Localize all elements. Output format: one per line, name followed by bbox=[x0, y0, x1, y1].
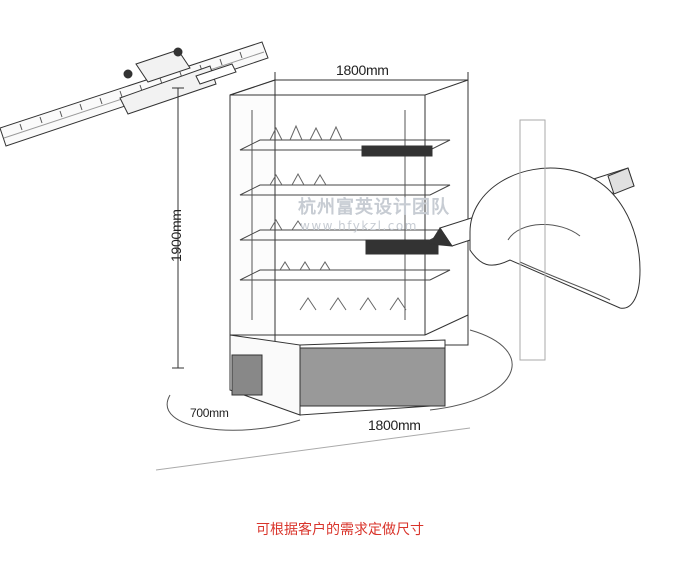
display-cabinet bbox=[166, 79, 513, 431]
caption-text: 可根据客户的需求定做尺寸 bbox=[256, 522, 424, 538]
caliper-ruler bbox=[0, 41, 269, 147]
hand-with-pencil bbox=[429, 119, 641, 361]
height-label: 1900mm bbox=[168, 209, 184, 262]
watermark-url: www.hfykzl.com bbox=[300, 219, 418, 233]
watermark-name: 杭州富英设计团队 bbox=[298, 197, 450, 218]
top-width-label: 1800mm bbox=[336, 62, 389, 78]
depth-label: 700mm bbox=[190, 406, 229, 420]
bottom-width-label: 1800mm bbox=[368, 417, 421, 433]
